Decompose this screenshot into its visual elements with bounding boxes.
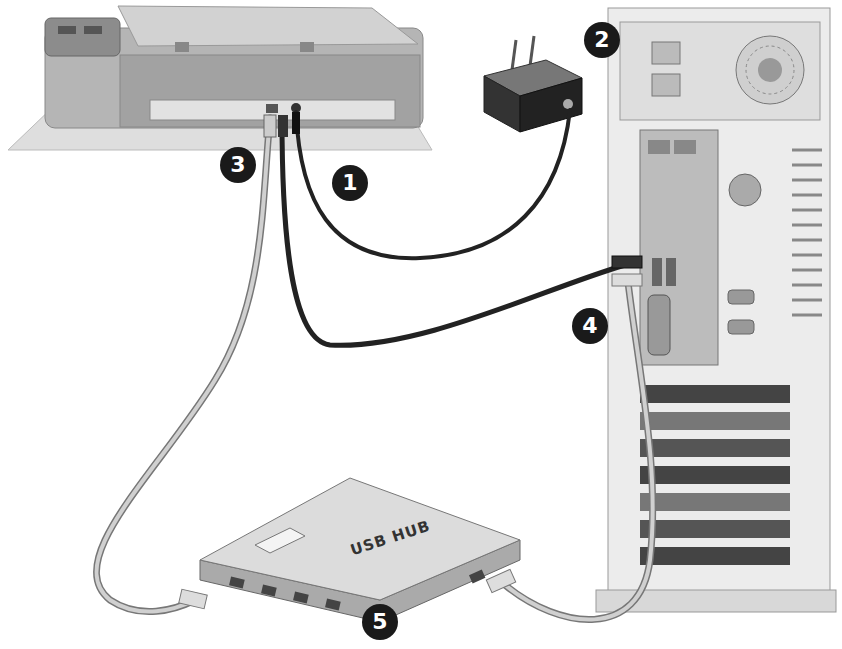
usb-plug <box>612 274 642 286</box>
usb-plug <box>612 256 642 268</box>
callout-number: 5 <box>363 605 397 639</box>
usb-plug <box>278 115 288 137</box>
callout-disc <box>332 165 368 201</box>
usb-hub <box>200 478 520 622</box>
cables <box>96 110 652 620</box>
callout-disc <box>584 22 620 58</box>
power-plug <box>292 112 300 134</box>
usb-plug <box>179 589 207 608</box>
callout-disc <box>362 604 398 640</box>
scanner <box>45 6 423 128</box>
callout-disc <box>220 147 256 183</box>
usb-plug <box>486 569 515 592</box>
callout-number: 4 <box>573 309 607 343</box>
usb-plug <box>264 115 276 137</box>
callout-disc <box>572 308 608 344</box>
callout-number: 2 <box>585 23 619 57</box>
callout-number: 3 <box>221 148 255 182</box>
callout-number: 1 <box>333 166 367 200</box>
